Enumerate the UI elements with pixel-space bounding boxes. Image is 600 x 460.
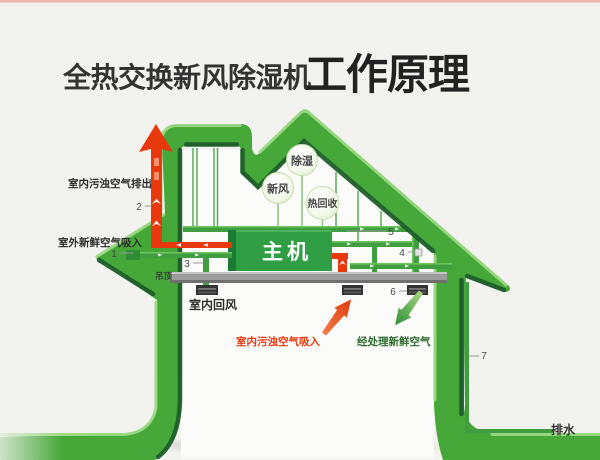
svg-text:新风: 新风 [267,182,289,196]
title-large: 工作原理 [305,51,470,98]
title-small: 全热交换新风除湿机 [62,61,311,93]
vent-polluted-intake [342,285,363,295]
processed-air-arrow [395,290,423,326]
bubble-fresh-air: 新风 [262,172,294,204]
main-unit-box: 主机 [228,230,332,271]
top-edge-line [0,0,600,3]
number-callouts: 1 2 3 4 5 6 7 [111,202,487,362]
label-ceiling: 吊顶 [155,271,173,281]
bubble-dehumidify: 除湿 [286,144,318,176]
main-unit-label: 主机 [262,240,312,264]
svg-text:热回收: 热回收 [308,197,338,210]
pipe-3 [203,258,209,285]
hanger-pipes [192,148,382,241]
label-polluted-intake: 室内污浊空气吸入 [236,335,320,348]
label-exhaust: 室内污浊空气排出 [68,177,152,190]
label-return-air: 室内回风 [189,297,237,312]
red-pipe-right [332,253,348,272]
svg-text:除湿: 除湿 [291,154,313,168]
callout-7: 7 [481,351,487,362]
vent-return-air [196,285,218,295]
label-processed-fresh: 经处理新鲜空气 [357,335,431,348]
callout-3: 3 [184,259,190,270]
callout-5: 5 [388,227,394,238]
callout-1: 1 [111,249,117,260]
callout-4: 4 [399,248,405,259]
house-interior [181,142,434,458]
label-drain: 排水 [551,422,576,437]
pipe-5 [183,226,412,232]
polluted-intake-arrow [322,299,352,336]
ceiling-bar [170,272,447,283]
callout-2: 2 [136,202,142,213]
pipe-supply-lower [350,263,452,269]
function-bubbles: 新风 除湿 热回收 [262,144,340,220]
red-exhaust-pipe [139,124,232,248]
label-fresh-intake: 室外新鲜空气吸入 [58,236,142,249]
bubble-heat-recovery: 热回收 [305,186,340,220]
pipe-1-fresh-intake [126,250,232,260]
callout-6: 6 [390,287,396,298]
drain-pipe [465,282,553,433]
